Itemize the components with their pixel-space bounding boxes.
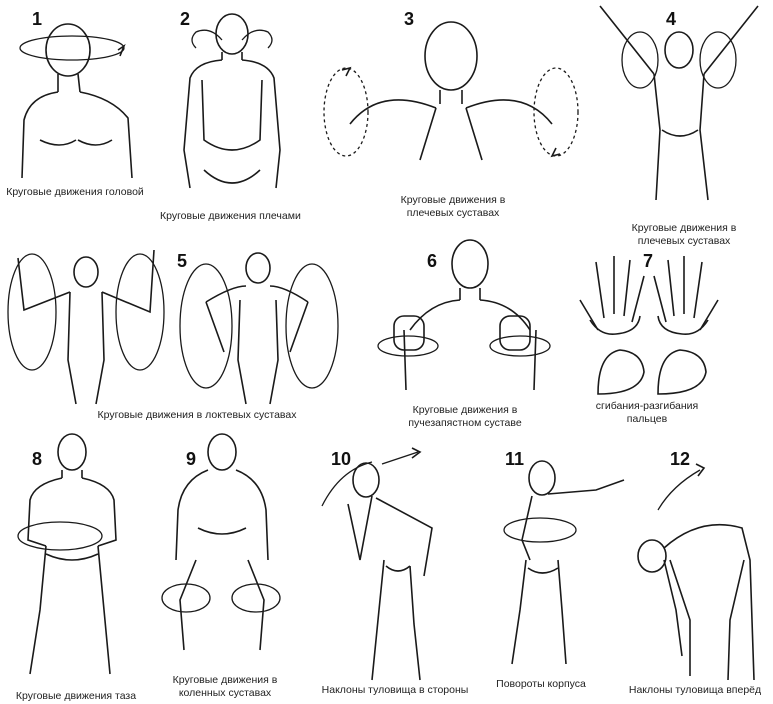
panel-caption: Круговые движения таза	[15, 690, 137, 702]
panel-caption: Круговые движения в плечевых суставах	[631, 222, 737, 247]
panel-number: 1	[32, 9, 43, 29]
panel-number: 2	[180, 9, 191, 29]
panel-caption: сгибания-разгибания пальцев	[595, 400, 699, 425]
panel-number: 5	[177, 251, 188, 271]
panel-number: 4	[666, 9, 677, 29]
panel-number: 6	[427, 251, 438, 271]
panel-number: 11	[505, 449, 525, 469]
panel-number: 10	[331, 449, 352, 469]
panel-caption: Круговые движения в локтевых суставах	[97, 409, 297, 421]
panel-number: 8	[32, 449, 43, 469]
panel-caption: Круговые движения в плечевых суставах	[400, 194, 506, 219]
panel-caption: Круговые движения головой	[6, 186, 144, 198]
panel-caption: Повороты корпуса	[496, 678, 586, 690]
panel-caption: Наклоны туловища в стороны	[321, 684, 469, 696]
panel-caption: Наклоны туловища вперёд	[628, 684, 762, 696]
panel-number: 12	[670, 449, 691, 469]
panel-caption: Круговые движения в пучезапястном сустав…	[408, 404, 522, 429]
panel-number: 3	[404, 9, 415, 29]
panel-number: 7	[643, 251, 654, 271]
panel-number: 9	[186, 449, 197, 469]
panel-caption: Круговые движения плечами	[160, 210, 301, 222]
panel-caption: Круговые движения в коленных суставах	[172, 674, 278, 699]
